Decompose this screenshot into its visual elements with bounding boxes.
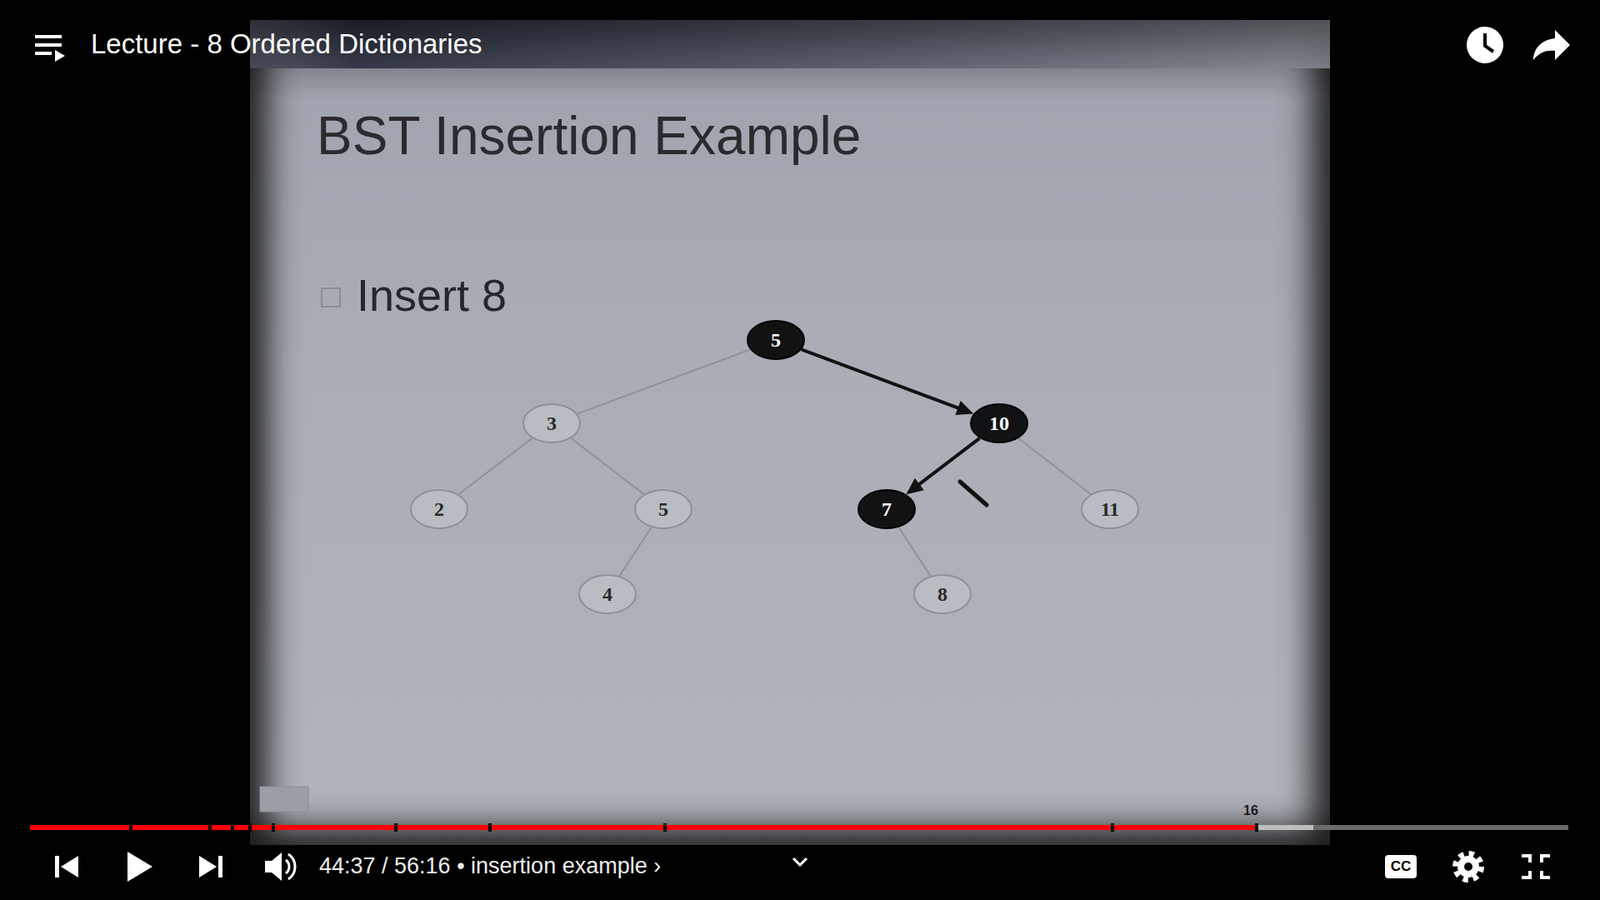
tree-node: 4 bbox=[578, 574, 637, 615]
play-icon bbox=[127, 851, 153, 882]
node-value: 4 bbox=[602, 583, 613, 606]
node-value: 3 bbox=[546, 412, 557, 435]
tree-node: 10 bbox=[970, 403, 1029, 444]
tree-node: 11 bbox=[1080, 489, 1140, 530]
chapter-gaps bbox=[129, 823, 1259, 832]
playlist-icon bbox=[35, 35, 65, 62]
captions-button bbox=[1385, 855, 1417, 879]
node-value: 7 bbox=[881, 498, 892, 521]
bullet-square bbox=[321, 288, 340, 307]
captions-label: CC bbox=[1390, 858, 1412, 875]
progress-buffer bbox=[30, 825, 1314, 830]
node-ellipse-shape bbox=[635, 490, 692, 529]
edge-line bbox=[1018, 438, 1091, 495]
tree-node: 7 bbox=[857, 489, 916, 530]
progress-track bbox=[30, 825, 1569, 830]
node-ellipse-shape bbox=[914, 575, 971, 614]
tree-node: 2 bbox=[410, 489, 469, 530]
tree-edge bbox=[458, 438, 532, 495]
tree-node: 8 bbox=[913, 574, 972, 615]
next-icon bbox=[199, 855, 223, 878]
arrow-head bbox=[955, 400, 974, 415]
edge-line bbox=[898, 527, 930, 576]
tree-node: 5 bbox=[746, 320, 805, 360]
tree-edge bbox=[905, 438, 980, 495]
tree-edge bbox=[801, 349, 975, 415]
tree-node: 5 bbox=[634, 489, 693, 530]
edge-line bbox=[916, 438, 980, 487]
tree-edge bbox=[619, 527, 651, 576]
settings-icon bbox=[1455, 854, 1481, 880]
previous-icon bbox=[55, 855, 79, 878]
arrow-head bbox=[905, 478, 924, 495]
exit-fullscreen-icon bbox=[1521, 855, 1550, 878]
share-icon bbox=[1533, 30, 1570, 60]
node-ellipse-shape bbox=[410, 490, 468, 529]
edge-line bbox=[570, 438, 644, 495]
tree-edge bbox=[570, 438, 644, 495]
volume-icon bbox=[265, 852, 295, 881]
tree-edge bbox=[1018, 438, 1091, 495]
node-value: 8 bbox=[937, 583, 948, 606]
edge-line bbox=[577, 349, 750, 414]
node-ellipse-shape bbox=[523, 404, 580, 443]
node-ellipse-shape bbox=[579, 575, 636, 614]
tree-edge bbox=[577, 349, 750, 414]
tree-edge bbox=[898, 527, 930, 576]
node-ellipse-shape bbox=[970, 404, 1028, 443]
time-display: 44:37 / 56:16 • insertion example › bbox=[319, 853, 661, 880]
slide-number: 16 bbox=[1243, 803, 1259, 819]
slide-corner-icon bbox=[260, 786, 309, 812]
bullet-text: Insert 8 bbox=[356, 269, 507, 321]
node-value: 11 bbox=[1100, 498, 1120, 521]
node-ellipse-shape bbox=[747, 320, 805, 360]
tree-node: 3 bbox=[522, 403, 581, 444]
video-title: Lecture - 8 Ordered Dictionaries bbox=[90, 28, 483, 60]
node-ellipse-shape bbox=[1081, 490, 1139, 529]
node-value: 5 bbox=[770, 329, 781, 352]
edge-line bbox=[458, 438, 532, 495]
edge-line bbox=[619, 527, 651, 576]
chevron-icon bbox=[793, 858, 807, 865]
pen-mark bbox=[960, 481, 987, 505]
node-value: 10 bbox=[989, 412, 1010, 435]
node-ellipse-shape bbox=[858, 490, 915, 529]
edge-line bbox=[801, 349, 962, 409]
progress-played bbox=[30, 825, 1255, 830]
slide-title: BST Insertion Example bbox=[316, 105, 861, 167]
node-value: 2 bbox=[434, 498, 445, 521]
node-value: 5 bbox=[658, 498, 669, 521]
watch-later-icon bbox=[1466, 26, 1504, 64]
